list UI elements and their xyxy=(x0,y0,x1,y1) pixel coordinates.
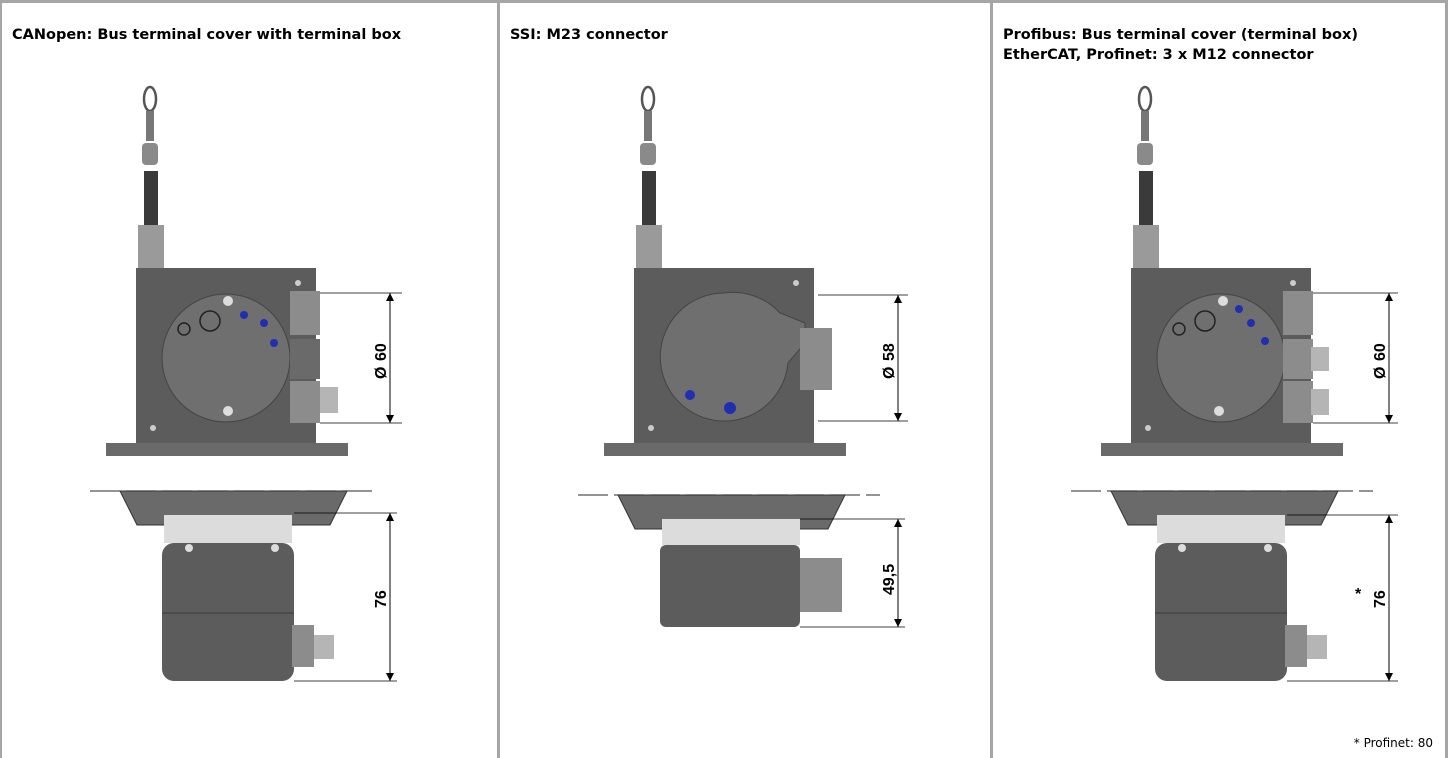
dimension-value: 76 xyxy=(1372,590,1389,608)
panel-ssi: SSI: M23 connector xyxy=(497,3,990,758)
title-line: SSI: M23 connector xyxy=(510,27,668,43)
dimension-length: 76 xyxy=(294,512,397,682)
dimension-asterisk: * xyxy=(1355,586,1362,603)
diameter-symbol: Ø xyxy=(1372,367,1389,379)
dimension-value: 60 xyxy=(373,343,390,361)
housing-side-view xyxy=(578,494,880,627)
dimension-diameter: Ø 60 xyxy=(320,292,402,424)
wire-hook-icon xyxy=(1133,85,1159,269)
sensor-drawing: Ø 60 76 xyxy=(90,85,402,682)
panel-title: CANopen: Bus terminal cover with termina… xyxy=(12,25,401,45)
footnote: * Profinet: 80 xyxy=(1353,736,1433,750)
dimension-value: 76 xyxy=(373,590,390,608)
wire-hook-icon xyxy=(636,85,662,269)
diameter-symbol: Ø xyxy=(881,367,898,379)
dimension-value: 60 xyxy=(1372,343,1389,361)
sensor-drawing: Ø 58 49,5 xyxy=(578,85,908,628)
dimension-value: 58 xyxy=(881,343,898,361)
title-line: EtherCAT, Profinet: 3 x M12 connector xyxy=(1003,47,1314,63)
title-line: CANopen: Bus terminal cover with termina… xyxy=(12,27,402,43)
dimension-length: 76 * xyxy=(1287,514,1398,682)
housing-side-view xyxy=(1071,490,1373,681)
dimension-diameter: Ø 58 xyxy=(818,294,908,422)
panel-title: SSI: M23 connector xyxy=(510,25,668,45)
panel-profibus: Profibus: Bus terminal cover (terminal b… xyxy=(990,3,1445,758)
diameter-symbol: Ø xyxy=(373,367,390,379)
panel-canopen: CANopen: Bus terminal cover with termina… xyxy=(2,3,497,758)
housing-front-view xyxy=(1101,268,1343,456)
dimension-value: 49,5 xyxy=(881,564,898,595)
housing-side-view xyxy=(90,490,377,681)
panel-title: Profibus: Bus terminal cover (terminal b… xyxy=(1003,25,1358,65)
title-line: Profibus: Bus terminal cover (terminal b… xyxy=(1003,27,1358,43)
wire-hook-icon xyxy=(138,85,164,269)
housing-front-view xyxy=(604,268,846,456)
housing-front-view xyxy=(106,268,348,456)
dimension-diameter: Ø 60 xyxy=(1313,292,1398,424)
sensor-drawing: Ø 60 76 * xyxy=(1071,85,1398,682)
dimension-length: 49,5 xyxy=(800,518,905,628)
